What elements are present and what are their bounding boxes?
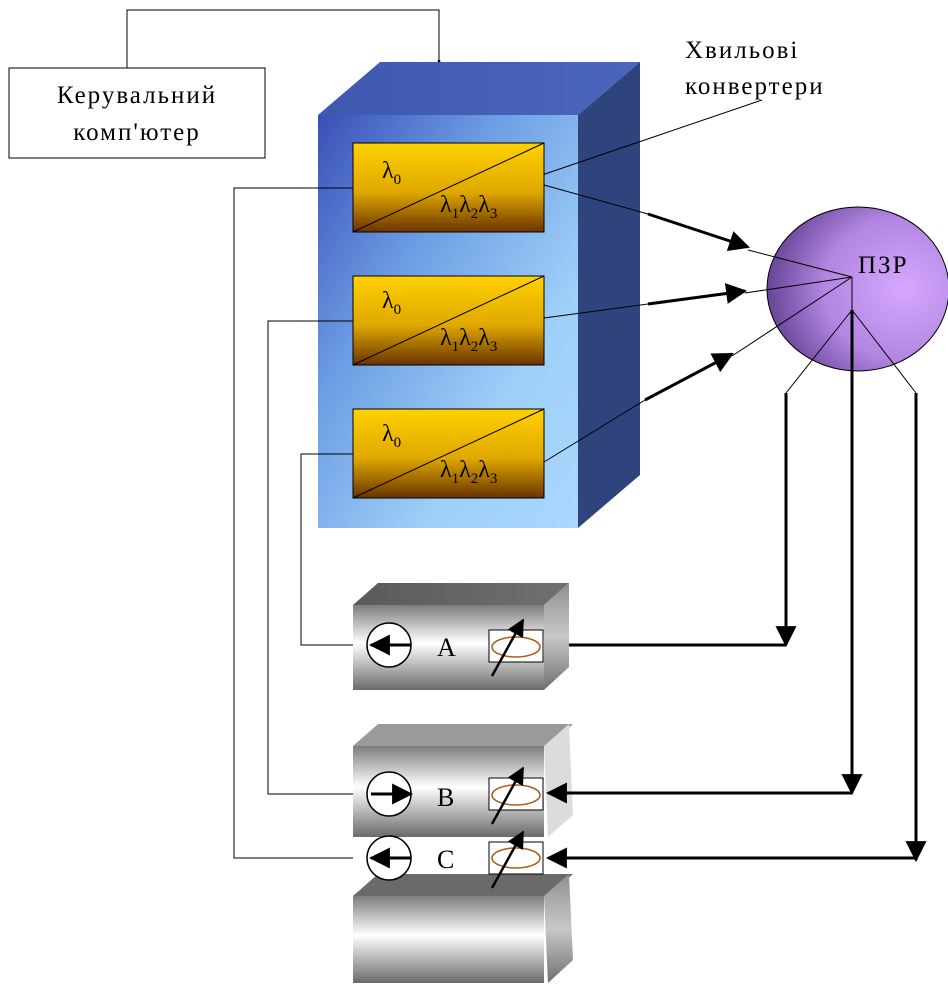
link-arrow-2	[647, 283, 748, 306]
router-internal-lines	[731, 249, 917, 394]
control-computer-label-2: комп'ютер	[73, 119, 200, 146]
converter-2-input: λ0	[382, 288, 401, 318]
converter-1: λ0 λ1λ2λ3	[352, 142, 545, 233]
link-arrow-3	[644, 352, 734, 402]
converters-caption-2: конвертери	[685, 73, 825, 100]
control-computer-label-1: Керувальний	[57, 82, 217, 109]
link-arrow-1	[647, 212, 750, 252]
node-b-label: B	[437, 783, 454, 812]
node-b: B	[353, 724, 573, 837]
converter-2-diagonal	[352, 275, 545, 366]
converter-to-router-links	[543, 184, 750, 463]
router: ПЗР	[766, 206, 948, 372]
feedback-c	[233, 187, 353, 859]
node-a: A	[353, 583, 569, 690]
control-computer-box	[8, 67, 266, 159]
node-c: C	[353, 830, 573, 983]
node-c-body	[353, 896, 544, 983]
router-body	[766, 206, 948, 372]
router-label: ПЗР	[858, 252, 908, 279]
feedback-lines	[233, 187, 353, 859]
converter-3: λ0 λ1λ2λ3	[352, 408, 545, 499]
control-computer: Керувальний комп'ютер	[8, 67, 266, 159]
converter-1-diagonal	[352, 142, 545, 233]
router-to-node-links	[775, 310, 927, 863]
node-c-label: C	[437, 845, 454, 874]
node-a-label: A	[437, 633, 456, 662]
feedback-b	[267, 320, 353, 795]
converter-1-input: λ0	[382, 158, 401, 188]
converters-caption-1: Хвильові	[685, 37, 799, 64]
rack-top	[318, 62, 640, 115]
converter-3-outputs: λ1λ2λ3	[440, 457, 497, 487]
rack-side	[578, 62, 640, 528]
converter-3-input: λ0	[382, 421, 401, 451]
caption-leader	[541, 99, 763, 176]
converter-2-outputs: λ1λ2λ3	[440, 325, 497, 355]
feedback-a	[300, 453, 353, 646]
converter-3-diagonal	[352, 408, 545, 499]
converter-2: λ0 λ1λ2λ3	[352, 275, 545, 366]
converter-1-outputs: λ1λ2λ3	[440, 192, 497, 222]
